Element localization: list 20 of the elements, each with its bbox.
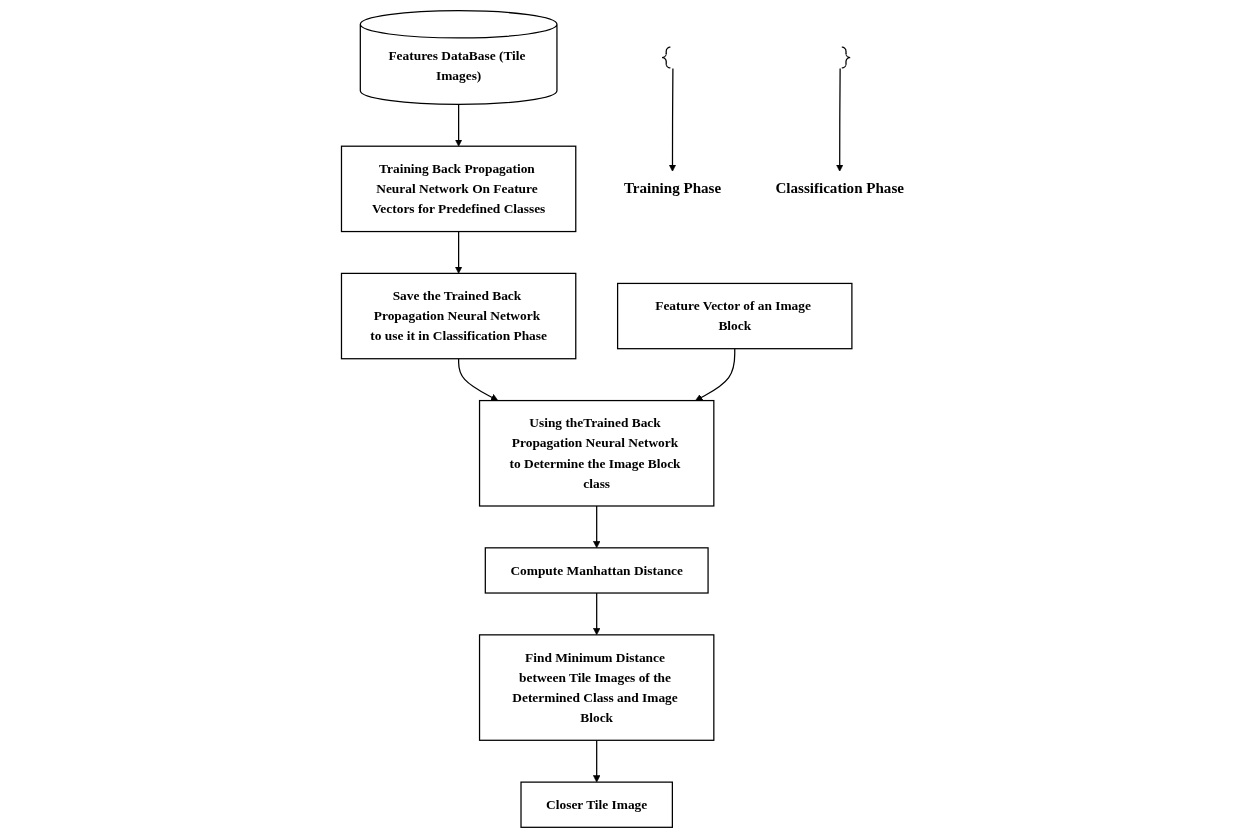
node-box: Training Back Propagation Neural Network On Feature Vectors for Predefined Classes xyxy=(341,145,577,233)
arrow xyxy=(593,505,601,549)
node-bracket xyxy=(661,46,672,69)
arrow xyxy=(455,230,463,274)
node-text: Classification Phase xyxy=(775,180,905,197)
node-box: Closer Tile Image xyxy=(520,781,674,828)
node-box: Feature Vector of an Image Block xyxy=(617,282,853,350)
arrow xyxy=(593,592,601,636)
node-bracket xyxy=(841,46,851,69)
arrow xyxy=(695,348,736,401)
node-box: Find Minimum Distance between Tile Images of the Determined Class and Image Block xyxy=(479,634,715,741)
arrow xyxy=(668,67,677,172)
arrow xyxy=(458,358,499,401)
node-box: Compute Manhattan Distance xyxy=(484,547,709,594)
node-text: Training Phase xyxy=(624,180,722,197)
node-box: Using theTrained Back Propagation Neural Network to Determine the Image Block class xyxy=(479,399,715,507)
node-box: Save the Trained Back Propagation Neural Network to use it in Classification Phase xyxy=(341,272,577,360)
arrow xyxy=(455,103,463,147)
arrow xyxy=(836,67,844,172)
arrow xyxy=(593,739,601,783)
